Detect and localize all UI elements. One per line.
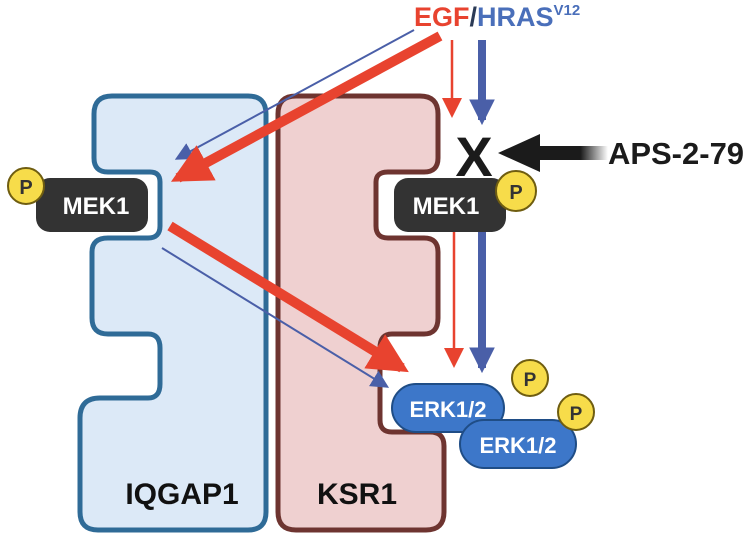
egf-label: EGF xyxy=(414,2,470,32)
mek1-right-phospho-label: P xyxy=(509,182,522,204)
ksr1-label: KSR1 xyxy=(317,478,397,511)
mek1-left-label: MEK1 xyxy=(63,193,130,220)
egf-to-iqgap1-mek1-arrow xyxy=(170,31,443,183)
inhibitor-arrow xyxy=(498,134,608,172)
erk-bottom-box xyxy=(459,419,577,469)
mek1-right-phospho xyxy=(495,170,537,212)
erk-top-phospho-label: P xyxy=(524,370,537,391)
hras-to-iqgap1-mek1-arrow xyxy=(174,29,415,160)
mek1-right-label: MEK1 xyxy=(413,193,480,220)
erk-bottom-phospho xyxy=(557,393,595,431)
mek1-right-box xyxy=(394,178,506,232)
title-slash: / xyxy=(470,2,478,32)
erk-top-phospho xyxy=(511,359,549,397)
erk-top-box xyxy=(391,383,505,433)
erk-bottom-phospho-label: P xyxy=(570,404,583,425)
mek1-left-phospho-label: P xyxy=(19,177,32,199)
mek1-left-box xyxy=(36,178,148,232)
inhibition-x-mark: X xyxy=(455,125,492,188)
mek1-left-phospho xyxy=(7,167,45,205)
inhibitor-label: APS-2-79 xyxy=(608,136,744,171)
iqgap1-scaffold xyxy=(77,93,269,533)
erk-top-label: ERK1/2 xyxy=(409,397,486,422)
hras-label: HRAS xyxy=(477,2,554,32)
erk-bottom-label: ERK1/2 xyxy=(479,433,556,458)
iqgap1-mek1-to-erk-arrow xyxy=(161,247,390,388)
ksr1-scaffold xyxy=(275,93,447,533)
pathway-title: EGF/HRASV12 xyxy=(414,2,580,32)
hras-superscript: V12 xyxy=(554,2,581,19)
iqgap1-label: IQGAP1 xyxy=(125,478,238,511)
iqgap1-mek1-to-erk-red-arrow xyxy=(167,221,409,373)
